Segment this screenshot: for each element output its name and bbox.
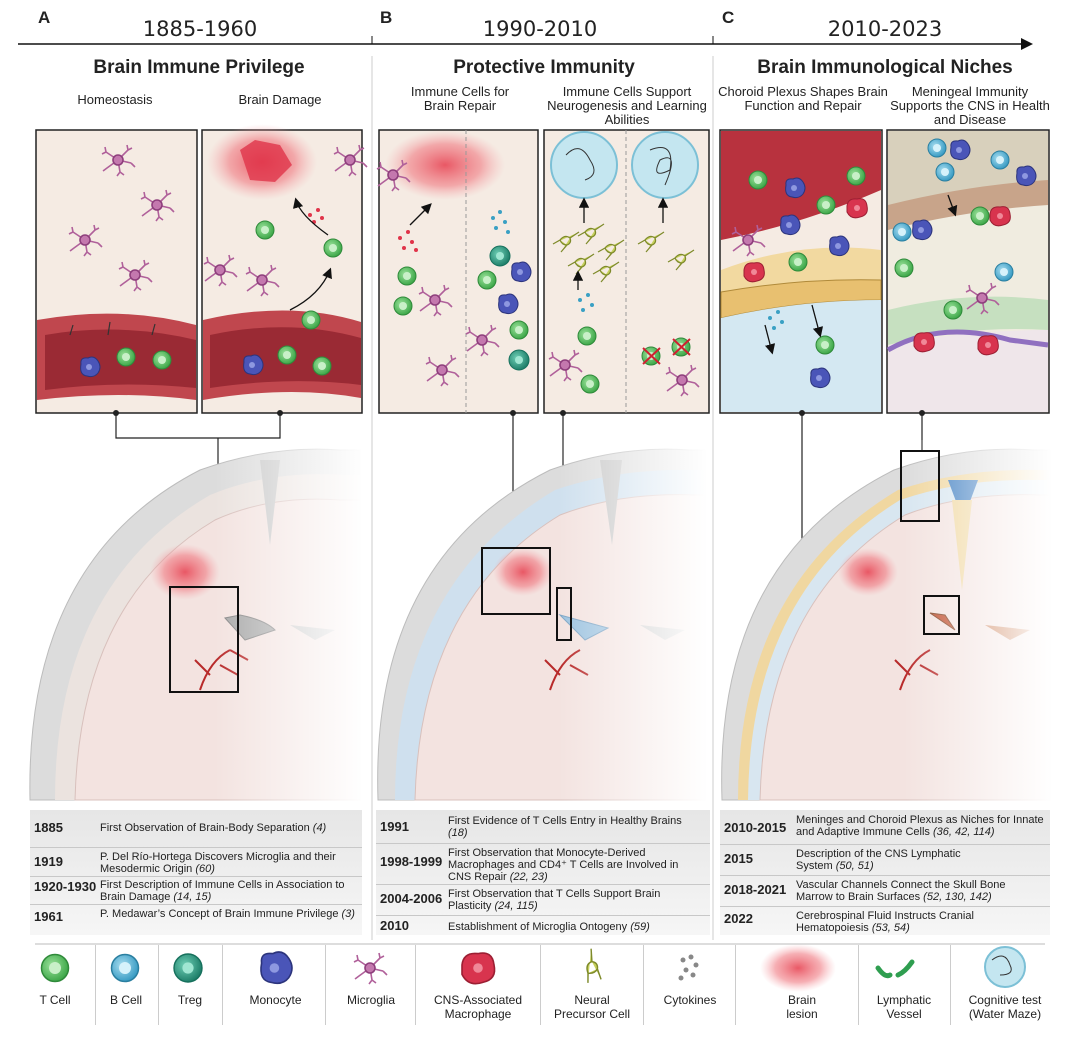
panel-letter-a: A [38,8,51,27]
legend-label: Cognitive test (Water Maze) [968,993,1042,1021]
water-maze-icon [984,946,1026,988]
timeline-row: 1919 P. Del Río-Hortega Discovers Microg… [30,847,362,879]
subtitle-brain-repair: Immune Cells for Brain Repair [410,84,510,113]
panel-b-repair-box [376,129,539,414]
microglia-icon [353,952,388,985]
era-c: 2010-2023 [827,17,943,41]
legend-label: Cytokines [663,993,717,1007]
timeline-row: 1991 First Evidence of T Cells Entry in … [380,815,682,839]
era-a: 1885-1960 [142,17,258,41]
brain-lesion-icon [760,944,836,992]
timeline-row: 1961 P. Medawar’s Concept of Brain Immun… [30,904,362,933]
timeline-row: 2018-2021 Vascular Channels Connect the … [720,875,1050,906]
macrophage-icon [461,952,496,985]
era-b: 1990-2010 [482,17,598,41]
panel-c-choroid-box [719,129,883,414]
timeline-box-a [30,810,362,935]
brain-section-b [375,440,708,810]
timeline-row: 1885 First Observation of Brain-Body Sep… [34,820,327,835]
cytokines-icon [678,954,699,981]
panel-a-homeostasis-box [35,129,198,414]
panel-a-damage-box [201,124,368,414]
b-cell-icon [110,953,140,983]
section-title-a: Brain Immune Privilege [93,57,305,78]
timeline-row: 2010-2015 Meninges and Choroid Plexus as… [724,814,1044,838]
subtitle-choroid-plexus: Choroid Plexus Shapes Brain Function and… [718,84,888,113]
section-title-b: Protective Immunity [453,57,635,78]
panel-letter-b: B [380,8,393,27]
timeline-row: 1920-1930 First Description of Immune Ce… [30,876,362,905]
t-cell-icon [40,953,70,983]
legend-label: CNS-Associated Macrophage [433,993,523,1021]
legend-label: Microglia [346,993,395,1007]
panel-c-meningeal-box [886,129,1050,414]
timeline-row: 1998-1999 First Observation that Monocyt… [376,843,710,884]
legend-label: Treg [177,993,203,1007]
legend-label: T Cell [39,993,71,1007]
section-title-c: Brain Immunological Niches [757,57,1013,78]
legend-label: B Cell [109,993,142,1007]
brain-section-c [720,440,1053,810]
subtitle-neurogenesis: Immune Cells Support Neurogenesis and Le… [547,84,707,127]
subtitle-meningeal-immunity: Meningeal Immunity Supports the CNS in H… [890,84,1050,127]
subtitle-homeostasis: Homeostasis [77,92,153,107]
legend-graphics [35,943,1045,992]
timeline-row: 2015 Description of the CNS Lymphatic Sy… [720,844,1050,875]
timeline-box-c [720,810,1050,935]
timeline-box-b [376,810,710,935]
legend-label: Brain lesion [786,993,818,1021]
timeline-row: 2004-2006 First Observation that T Cells… [376,884,710,915]
monocyte-icon [260,951,293,985]
lymphatic-vessel-icon [875,959,915,979]
timeline-row: 2010 Establishment of Microglia Ontogeny… [376,915,710,936]
legend-label: Lymphatic Vessel [876,993,932,1021]
timeline-row: 2022 Cerebrospinal Fluid Instructs Crani… [720,906,1050,936]
panel-letter-c: C [722,8,735,27]
panel-b-neurogenesis-box [543,129,710,414]
brain-section-a [29,440,365,810]
legend-label: Monocyte [249,993,302,1007]
legend-label: Neural Precursor Cell [553,993,631,1021]
subtitle-brain-damage: Brain Damage [238,92,322,107]
neural-precursor-icon [574,947,613,989]
treg-icon [173,953,203,983]
